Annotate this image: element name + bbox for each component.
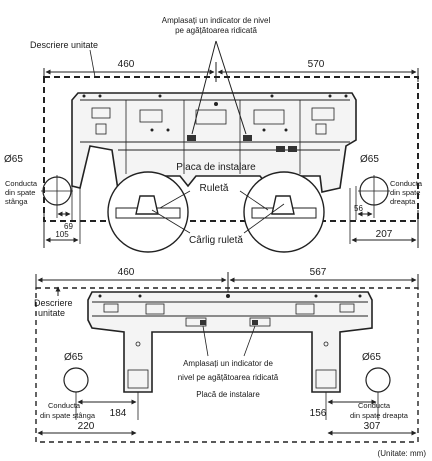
top-indicator-label-1: Amplasați un indicator de nivel — [162, 16, 271, 25]
bottom-unit-outline — [35, 287, 419, 443]
top-diagram — [41, 40, 419, 253]
level-indicator-right — [243, 135, 252, 141]
top-pipe-right-diameter: Ø65 — [360, 154, 379, 165]
top-pipe-right-label-1: Conducta — [390, 179, 423, 188]
top-unit-outline-label: Descriere unitate — [30, 40, 98, 50]
top-dim-105: 105 — [55, 230, 69, 239]
bottom-pipe-left-label-2: din spate stânga — [40, 411, 96, 420]
bottom-diagram — [35, 272, 419, 443]
top-pipe-right-label-3: dreapta — [390, 197, 416, 206]
bottom-dim-156: 156 — [310, 408, 327, 419]
bottom-pipe-right-label-1: Conducta — [358, 401, 391, 410]
bottom-pipe-right — [365, 367, 391, 393]
top-dim-570: 570 — [308, 59, 325, 70]
bottom-level-indicator-right — [252, 320, 258, 325]
bottom-pipe-left-diameter: Ø65 — [64, 352, 83, 363]
top-dim-69: 69 — [64, 222, 73, 231]
top-dim-207: 207 — [376, 229, 393, 240]
top-pipe-right-label-2: din spate — [390, 188, 420, 197]
bottom-pipe-left — [63, 367, 89, 393]
top-pipe-left-label-2: din spate — [5, 188, 35, 197]
top-tape-label: Ruletă — [200, 183, 229, 194]
top-dim-460: 460 — [118, 59, 135, 70]
bottom-dim-184: 184 — [110, 408, 127, 419]
top-pipe-left-label-3: stânga — [5, 197, 28, 206]
top-installation-plate — [71, 92, 357, 193]
bottom-indicator-label-1: Amplasați un indicator de — [183, 359, 273, 368]
bottom-plate-label: Placă de instalare — [196, 390, 260, 399]
top-pipe-left-label-1: Conducta — [5, 179, 38, 188]
bottom-dim-307: 307 — [364, 421, 381, 432]
bottom-unit-outline-label-1: Descriere — [34, 298, 73, 308]
bottom-installation-plate — [87, 291, 373, 393]
bottom-unit-outline-label-2: unitate — [38, 308, 65, 318]
bottom-dim-460: 460 — [118, 267, 135, 278]
bottom-dim-567: 567 — [310, 267, 327, 278]
top-hook-label: Cârlig ruletă — [189, 235, 243, 246]
bottom-dim-220: 220 — [78, 421, 95, 432]
bottom-indicator-label-2: nivel pe agățătoarea ridicată — [178, 373, 279, 382]
bottom-pipe-left-label-1: Conducta — [48, 401, 81, 410]
bottom-pipe-right-diameter: Ø65 — [362, 352, 381, 363]
unit-note: (Unitate: mm) — [378, 449, 427, 458]
top-plate-label: Placa de instalare — [176, 162, 256, 173]
level-indicator-left — [187, 135, 196, 141]
top-pipe-left-diameter: Ø65 — [4, 154, 23, 165]
top-dim-56: 56 — [354, 204, 363, 213]
bottom-pipe-right-label-2: din spate dreapta — [350, 411, 409, 420]
top-unit-outline — [43, 76, 419, 222]
bottom-level-indicator-left — [200, 320, 206, 325]
top-indicator-label-2: pe agățătoarea ridicată — [175, 26, 257, 35]
